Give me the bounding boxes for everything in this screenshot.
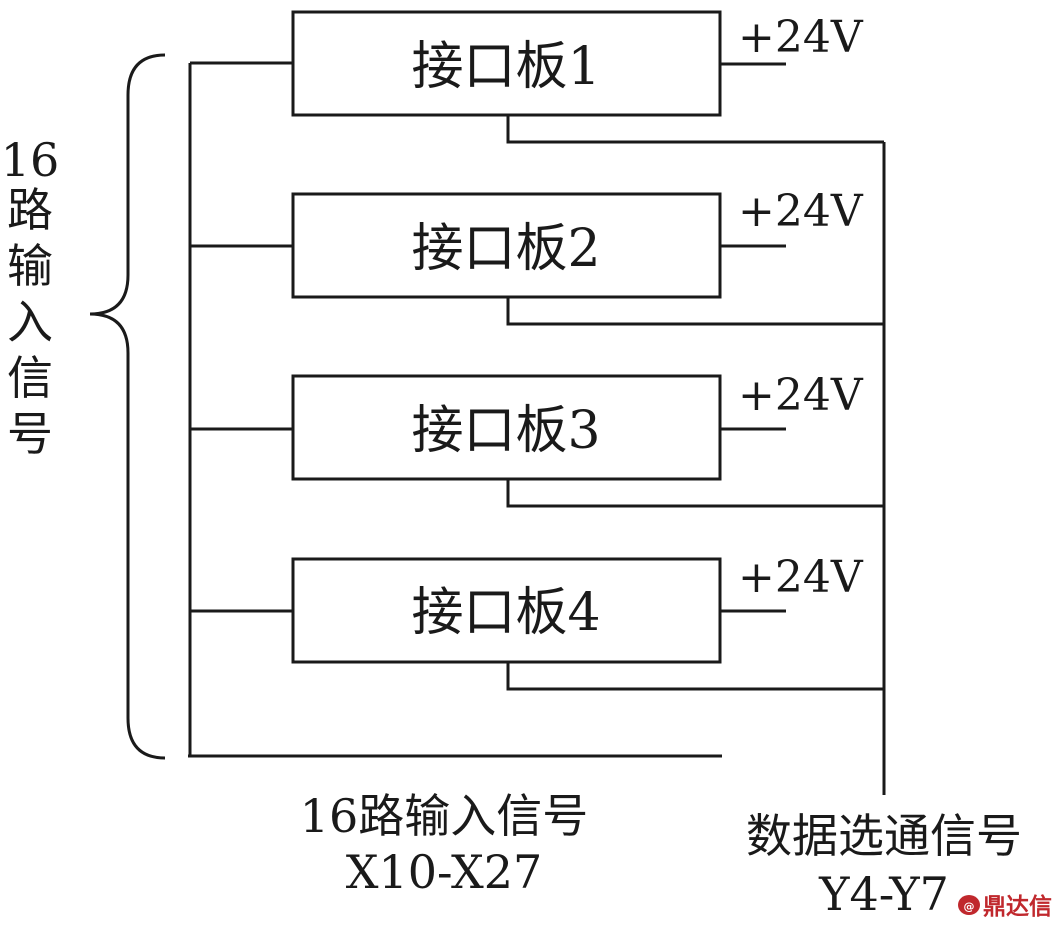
board-3-label: 接口板3	[411, 401, 600, 461]
bottom-select-label: 数据选通信号 Y4-Y7	[746, 809, 1022, 921]
left-label-char-1: 路	[7, 183, 53, 237]
board-4-label: 接口板4	[411, 583, 600, 643]
watermark-text: 鼎达信	[983, 893, 1052, 920]
bottom-select-label-line1: 数据选通信号	[746, 809, 1022, 863]
left-label-number: 16	[1, 133, 60, 187]
board-1-box	[291, 10, 722, 117]
bottom-input-label-line2: X10-X27	[346, 845, 542, 899]
board-1-select-wire	[506, 115, 884, 144]
board-2-label: 接口板2	[411, 219, 600, 279]
board-1-supply-label: +24V	[738, 12, 864, 63]
board-3-select-wire	[506, 479, 884, 508]
board-1: 接口板1 +24V	[190, 10, 884, 144]
board-2-select-wire	[506, 297, 884, 326]
board-1-label: 接口板1	[411, 37, 600, 97]
board-2-supply-label: +24V	[738, 186, 864, 237]
board-4-box	[291, 557, 722, 664]
left-brace	[89, 53, 166, 760]
board-4: 接口板4 +24V	[190, 552, 884, 691]
board-2: 接口板2 +24V	[190, 186, 884, 326]
board-4-select-wire	[506, 662, 884, 691]
watermark-icon-glyph: @	[964, 900, 975, 913]
bottom-input-label-line1: 16路输入信号	[300, 789, 589, 843]
left-input-label: 16 路 输 入 信 号	[1, 133, 60, 461]
left-label-char-3: 入	[7, 295, 53, 349]
watermark-logo: @ 鼎达信	[958, 893, 1052, 920]
board-3: 接口板3 +24V	[190, 370, 884, 508]
board-4-supply-label: +24V	[738, 552, 864, 603]
left-label-char-5: 号	[7, 407, 53, 461]
bottom-input-label: 16路输入信号 X10-X27	[300, 789, 589, 899]
bottom-select-label-line2: Y4-Y7	[818, 867, 949, 921]
left-label-char-4: 信	[7, 351, 53, 405]
left-label-char-2: 输	[7, 239, 53, 293]
watermark-icon	[958, 895, 980, 915]
board-3-supply-label: +24V	[738, 370, 864, 421]
